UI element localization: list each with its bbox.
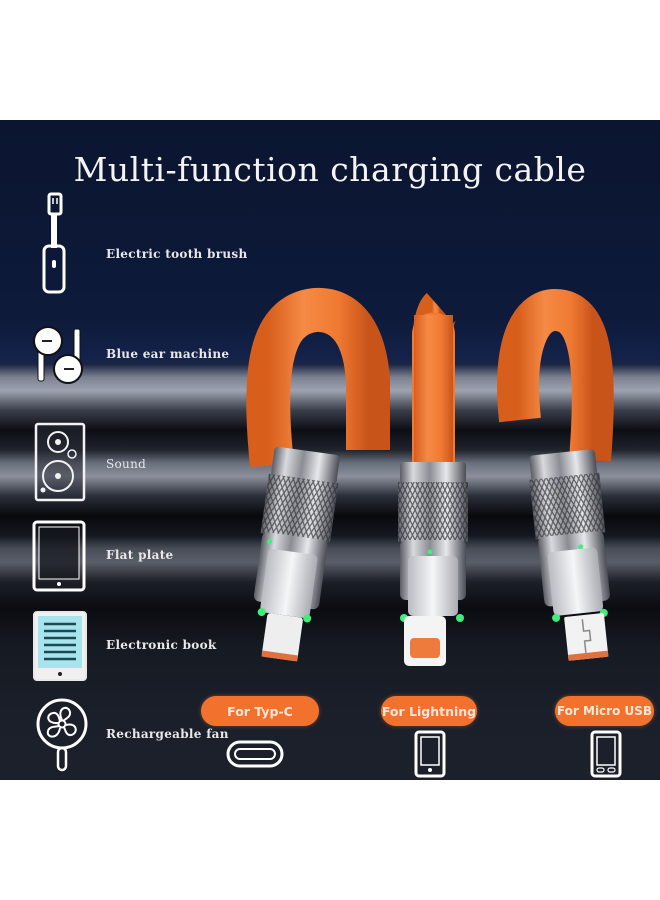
usb-c-port-icon	[226, 740, 284, 768]
badge-lightning: For Lightning	[381, 696, 477, 726]
feature-label-speaker: Sound	[106, 457, 147, 471]
feature-label-toothbrush: Electric tooth brush	[106, 247, 248, 261]
cable-illustration	[246, 288, 614, 666]
speaker-icon	[34, 422, 86, 502]
phone-micro-usb-icon	[590, 730, 622, 778]
earbuds-icon	[33, 326, 83, 384]
cable-typec	[246, 288, 390, 468]
product-banner: Multi-function charging cable	[0, 120, 660, 780]
toothbrush-icon	[42, 192, 66, 294]
feature-label-fan: Rechargeable fan	[106, 727, 229, 741]
fan-icon	[36, 698, 88, 772]
banner-title: Multi-function charging cable	[73, 150, 587, 189]
badge-micro-usb: For Micro USB	[555, 696, 654, 726]
badge-typec: For Typ-C	[201, 696, 319, 726]
ebook-icon	[33, 611, 87, 681]
feature-label-ebook: Electronic book	[106, 638, 217, 652]
phone-lightning-icon	[414, 730, 446, 778]
feature-label-tablet: Flat plate	[106, 548, 174, 562]
tablet-icon	[32, 520, 86, 592]
feature-label-earbuds: Blue ear machine	[106, 347, 230, 361]
